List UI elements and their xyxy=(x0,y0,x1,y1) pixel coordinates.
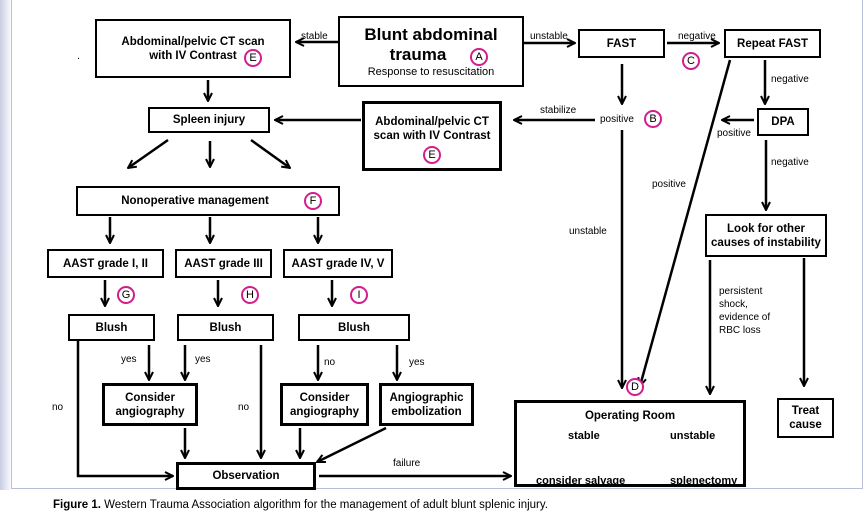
blush-1-box: Blush xyxy=(68,314,155,341)
label-no-1: no xyxy=(52,402,64,413)
figure-frame xyxy=(11,0,863,489)
or-stable-label: stable xyxy=(568,430,600,442)
operating-room-title: Operating Room xyxy=(584,410,676,422)
operating-room-box: Operating Room xyxy=(514,400,746,487)
or-salvage-label: consider salvage xyxy=(536,475,626,487)
look-other-causes-text: Look for other causes of instability xyxy=(711,222,821,249)
consider-angiography-1-text: Consider angiography xyxy=(115,391,185,418)
angiographic-embolization-text: Angiographic embolization xyxy=(389,391,464,418)
label-negative-2: negative xyxy=(771,74,809,85)
nonoperative-box: Nonoperative management xyxy=(76,186,340,216)
caption-text: Western Trauma Association algorithm for… xyxy=(104,499,548,511)
label-no-3: no xyxy=(324,357,336,368)
arrow-spleen-right xyxy=(250,138,290,168)
or-unstable-label: unstable xyxy=(670,430,716,442)
observation-text: Observation xyxy=(212,470,280,482)
consider-angiography-2-box: Consider angiography xyxy=(280,383,369,426)
ct-scan-top-box: Abdominal/pelvic CT scan with IV Contras… xyxy=(95,19,291,78)
blunt-trauma-title: Blunt abdominal xyxy=(364,24,498,44)
label-yes-3: yes xyxy=(409,357,425,368)
label-yes-2: yes xyxy=(195,354,211,365)
badge-i: I xyxy=(350,286,368,304)
label-yes-1: yes xyxy=(121,354,137,365)
look-other-causes-box: Look for other causes of instability xyxy=(705,214,827,257)
blush-1-text: Blush xyxy=(95,321,128,334)
aast-grade-4-text: AAST grade IV, V xyxy=(291,257,385,270)
blush-3-box: Blush xyxy=(298,314,410,341)
blush-3-text: Blush xyxy=(338,321,370,334)
aast-grade-1-box: AAST grade I, II xyxy=(47,249,164,278)
label-negative-3: negative xyxy=(771,157,809,168)
badge-c: C xyxy=(682,52,700,70)
arrow-blush1-no xyxy=(76,341,173,476)
aast-grade-1-text: AAST grade I, II xyxy=(63,257,148,270)
spleen-injury-box: Spleen injury xyxy=(148,107,270,133)
repeat-fast-box: Repeat FAST xyxy=(724,29,821,58)
caption-prefix: Figure 1. xyxy=(53,499,101,511)
badge-f: F xyxy=(304,192,322,210)
fast-box: FAST xyxy=(578,29,665,58)
repeat-fast-text: Repeat FAST xyxy=(737,37,808,50)
badge-h: H xyxy=(241,286,259,304)
figure-caption: Figure 1. Western Trauma Association alg… xyxy=(53,499,548,511)
badge-e-top: E xyxy=(244,49,262,67)
arrow-spleen-left xyxy=(128,138,169,168)
label-positive-dpa: positive xyxy=(717,128,751,139)
label-unstable-mid: unstable xyxy=(569,226,607,237)
dpa-text: DPA xyxy=(771,116,795,128)
stray-mark: . xyxy=(77,50,81,62)
blush-2-text: Blush xyxy=(209,321,242,334)
badge-d: D xyxy=(626,378,644,396)
aast-grade-3-box: AAST grade III xyxy=(175,249,272,278)
or-splenectomy-label: splenectomy xyxy=(670,475,738,487)
treat-cause-text: Treat cause xyxy=(789,405,822,431)
ct-scan-mid-text: Abdominal/pelvic CT scan with IV Contras… xyxy=(373,116,491,142)
badge-b: B xyxy=(644,110,662,128)
label-stable: stable xyxy=(301,31,328,42)
label-positive-fast: positive xyxy=(600,114,634,125)
observation-box: Observation xyxy=(176,462,316,490)
label-stabilize: stabilize xyxy=(540,105,577,116)
label-no-2: no xyxy=(238,402,250,413)
spleen-injury-text: Spleen injury xyxy=(172,114,246,126)
angiographic-embolization-box: Angiographic embolization xyxy=(379,383,474,426)
dpa-box: DPA xyxy=(757,108,809,136)
label-persistent-shock: persistent shock, evidence of RBC loss xyxy=(719,286,771,336)
label-positive-repeat: positive xyxy=(652,179,686,190)
blunt-trauma-title-2: trauma xyxy=(389,44,447,64)
aast-grade-4-box: AAST grade IV, V xyxy=(283,249,393,278)
label-unstable-top: unstable xyxy=(530,31,568,42)
ct-scan-top-text: Abdominal/pelvic CT scan with IV Contras… xyxy=(121,35,265,62)
arrow-embo-obs xyxy=(317,426,387,464)
badge-g: G xyxy=(117,286,135,304)
nonoperative-text: Nonoperative management xyxy=(121,195,269,207)
label-failure: failure xyxy=(393,458,421,469)
blunt-trauma-subtitle: Response to resuscitation xyxy=(367,65,495,78)
treat-cause-box: Treat cause xyxy=(777,398,834,438)
badge-a: A xyxy=(470,48,488,66)
blush-2-box: Blush xyxy=(177,314,274,341)
arrow-repeat-to-or xyxy=(640,59,732,386)
consider-angiography-2-text: Consider angiography xyxy=(289,391,359,418)
aast-grade-3-text: AAST grade III xyxy=(184,257,263,270)
badge-e-mid: E xyxy=(423,146,441,164)
label-negative-1: negative xyxy=(678,31,716,42)
consider-angiography-1-box: Consider angiography xyxy=(102,383,198,426)
blunt-trauma-box: Blunt abdominal trauma Response to resus… xyxy=(338,16,524,87)
fast-text: FAST xyxy=(606,37,637,50)
